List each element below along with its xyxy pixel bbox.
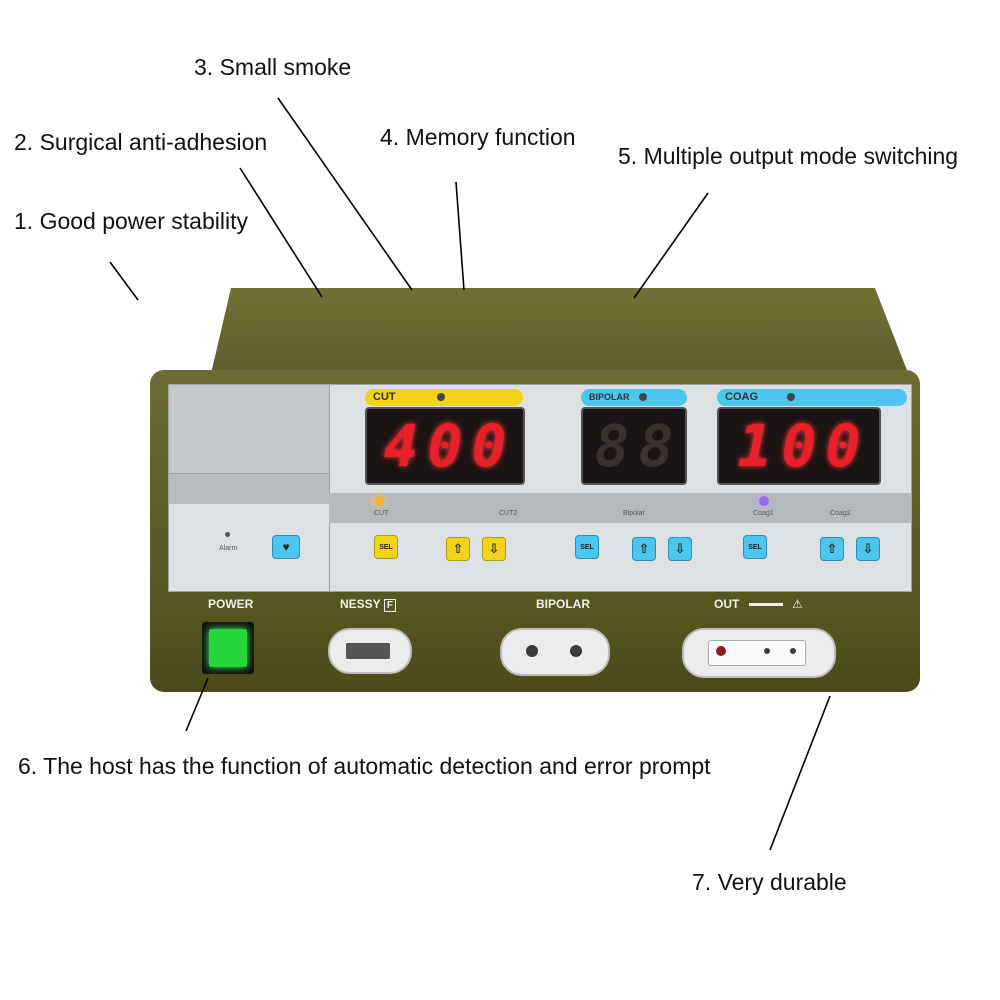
panel-left-section: Alarm ♥ xyxy=(169,385,330,591)
device-top-shell xyxy=(210,288,910,378)
hand-select-icon: SEL xyxy=(748,543,762,551)
bipolar-up-button[interactable]: ⇧ xyxy=(632,537,656,561)
cut-display: 4 0 0 xyxy=(365,407,525,485)
nessy-label: NESSY F xyxy=(340,597,396,612)
up-arrow-icon: ⇧ xyxy=(452,541,464,556)
device-front: Alarm ♥ CUT 4 0 0 CUT CUT2 SEL xyxy=(150,370,920,692)
power-switch[interactable] xyxy=(202,622,254,674)
coag-select-button[interactable]: SEL xyxy=(743,535,767,559)
cut-led xyxy=(374,496,384,506)
hand-select-icon: SEL xyxy=(580,543,594,551)
coag-led xyxy=(759,496,769,506)
control-panel: Alarm ♥ CUT 4 0 0 CUT CUT2 SEL xyxy=(168,384,912,592)
coag-header: COAG xyxy=(717,389,907,406)
annotation-5: 5. Multiple output mode switching xyxy=(618,143,959,169)
output-socket-hole xyxy=(764,648,770,654)
nessy-badge: F xyxy=(383,599,396,612)
heart-icon: ♥ xyxy=(282,540,290,554)
bipolar-socket[interactable] xyxy=(500,628,610,676)
nessy-socket-slot xyxy=(346,643,390,659)
bipolar-display: 8 8 xyxy=(581,407,687,485)
cut-digit: 0 xyxy=(471,412,507,480)
leader-line-1 xyxy=(109,261,139,301)
cut-down-button[interactable]: ⇩ xyxy=(482,537,506,561)
alarm-label: Alarm xyxy=(219,545,238,552)
indicator-strip xyxy=(329,493,911,523)
bipolar-digit: 8 xyxy=(594,412,630,480)
electrosurgical-unit: Alarm ♥ CUT 4 0 0 CUT CUT2 SEL xyxy=(150,288,920,693)
coag-up-button[interactable]: ⇧ xyxy=(820,537,844,561)
leader-line-7 xyxy=(769,695,831,851)
monopolar-output-socket[interactable] xyxy=(682,628,836,678)
up-arrow-icon: ⇧ xyxy=(826,541,838,556)
down-arrow-icon: ⇩ xyxy=(862,541,874,556)
out-label: OUT ⚠ xyxy=(714,597,803,611)
cut-header-dot xyxy=(437,393,445,401)
bipolar-header: BIPOLAR xyxy=(581,389,687,406)
hand-select-icon: SEL xyxy=(379,543,393,551)
bipolar-down-button[interactable]: ⇩ xyxy=(668,537,692,561)
bipolar-digit: 8 xyxy=(638,412,674,480)
annotation-1: 1. Good power stability xyxy=(14,208,248,234)
annotation-6: 6. The host has the function of automati… xyxy=(18,753,711,779)
cut-header: CUT xyxy=(365,389,523,406)
power-label: POWER xyxy=(208,597,254,611)
blank-strip xyxy=(169,474,329,504)
bipolar-port-label: BIPOLAR xyxy=(536,597,590,611)
bipolar-header-dot xyxy=(639,393,647,401)
down-arrow-icon: ⇩ xyxy=(674,541,686,556)
electrode-icon xyxy=(748,603,783,607)
coag1-indicator-label: Coag1 xyxy=(753,510,774,517)
power-switch-light xyxy=(209,629,247,667)
blank-panel xyxy=(169,385,329,474)
annotation-4: 4. Memory function xyxy=(380,124,576,150)
annotation-3: 3. Small smoke xyxy=(194,54,352,80)
coag-header-dot xyxy=(787,393,795,401)
cut2-indicator-label: CUT2 xyxy=(499,510,518,517)
leader-line-3 xyxy=(277,97,413,291)
up-arrow-icon: ⇧ xyxy=(638,541,650,556)
coag-down-button[interactable]: ⇩ xyxy=(856,537,880,561)
bipolar-socket-hole xyxy=(570,645,582,657)
coag-digit: 0 xyxy=(781,412,817,480)
cut-select-button[interactable]: SEL xyxy=(374,535,398,559)
annotation-2: 2. Surgical anti-adhesion xyxy=(14,129,268,155)
bipolar-socket-hole xyxy=(526,645,538,657)
coag-digit: 1 xyxy=(737,412,773,480)
coag-display: 1 0 0 xyxy=(717,407,881,485)
alarm-led xyxy=(225,532,230,537)
bipolar-indicator-label: Bipolar xyxy=(623,510,645,517)
nessy-socket[interactable] xyxy=(328,628,412,674)
warning-triangle-icon: ⚠ xyxy=(792,597,803,611)
coag-digit: 0 xyxy=(825,412,861,480)
cut-digit: 0 xyxy=(427,412,463,480)
down-arrow-icon: ⇩ xyxy=(488,541,500,556)
leader-line-2 xyxy=(239,167,323,298)
output-socket-hole xyxy=(716,646,726,656)
cut-indicator-label: CUT xyxy=(374,510,389,517)
leader-line-4 xyxy=(455,181,465,291)
output-socket-hole xyxy=(790,648,796,654)
alarm-button[interactable]: ♥ xyxy=(272,535,300,559)
cut-up-button[interactable]: ⇧ xyxy=(446,537,470,561)
cut-digit: 4 xyxy=(383,412,419,480)
bipolar-select-button[interactable]: SEL xyxy=(575,535,599,559)
coag2-indicator-label: Coag2 xyxy=(830,510,851,517)
annotation-7: 7. Very durable xyxy=(692,869,847,895)
leader-line-5 xyxy=(633,192,709,299)
leader-line-6 xyxy=(185,677,209,732)
